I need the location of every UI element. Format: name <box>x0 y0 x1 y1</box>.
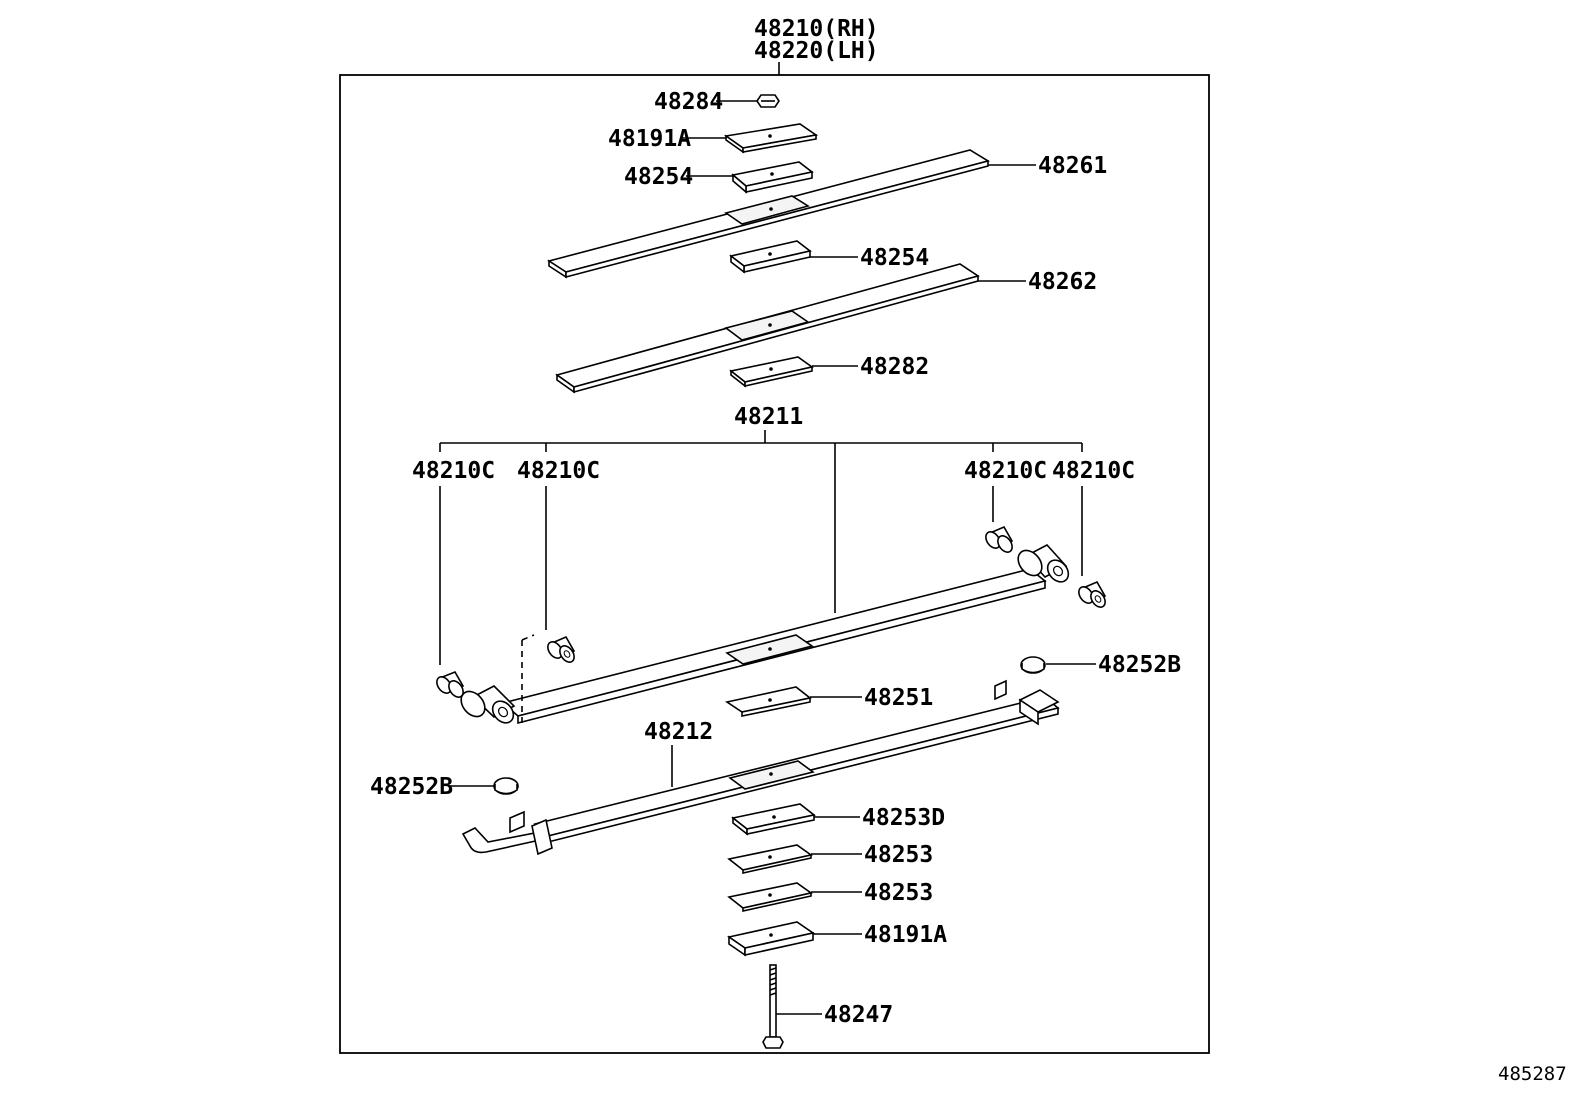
part-48251-pad[interactable] <box>724 686 812 717</box>
part-48191a-top-plate[interactable] <box>723 123 819 154</box>
part-label-48247[interactable]: 48247 <box>824 1002 893 1028</box>
part-label-48212[interactable]: 48212 <box>644 719 713 745</box>
bushing-48210c-3-icon[interactable] <box>983 525 1015 555</box>
part-label-48282[interactable]: 48282 <box>860 354 929 380</box>
part-48254-top-clip[interactable] <box>731 161 814 194</box>
bushing-48210c-2-icon[interactable] <box>545 635 577 665</box>
part-label-48254-top[interactable]: 48254 <box>624 164 693 190</box>
part-label-48253-a[interactable]: 48253 <box>864 842 933 868</box>
part-label-48210c-4[interactable]: 48210C <box>1052 458 1135 484</box>
part-label-48252b-right[interactable]: 48252B <box>1098 652 1181 678</box>
part-48212-helper-leaf[interactable] <box>461 679 1060 856</box>
part-label-48284[interactable]: 48284 <box>654 89 723 115</box>
part-label-48210c-3[interactable]: 48210C <box>964 458 1047 484</box>
bracket-48211 <box>439 430 1083 613</box>
part-label-48253d[interactable]: 48253D <box>862 805 945 831</box>
part-48191a-bottom-plate[interactable] <box>727 921 815 957</box>
part-label-48254-mid[interactable]: 48254 <box>860 245 929 271</box>
part-label-48251[interactable]: 48251 <box>864 685 933 711</box>
assembly-label-rh: 48210(RH) <box>754 16 879 42</box>
assembly-label-lh: 48220(LH) <box>754 38 879 64</box>
part-label-48210c-1[interactable]: 48210C <box>412 458 495 484</box>
part-48247-center-bolt-icon[interactable] <box>762 964 784 1049</box>
part-48253d-pad[interactable] <box>731 803 816 836</box>
part-label-48191a-bottom[interactable]: 48191A <box>864 922 947 948</box>
part-label-48252b-left[interactable]: 48252B <box>370 774 453 800</box>
part-48252b-left-cap-icon[interactable] <box>493 777 519 795</box>
part-label-48211[interactable]: 48211 <box>734 404 803 430</box>
part-48252b-right-cap-icon[interactable] <box>1020 656 1046 674</box>
part-48211-main-leaf[interactable] <box>456 544 1072 727</box>
part-48284-nut-icon[interactable] <box>756 94 780 108</box>
part-48262-leaf[interactable] <box>555 263 980 394</box>
part-label-48191a-top[interactable]: 48191A <box>608 126 691 152</box>
part-48253-pad-b[interactable] <box>727 882 813 912</box>
part-48253-pad-a[interactable] <box>727 844 813 874</box>
diagram-frame <box>339 74 1210 1054</box>
part-48261-leaf[interactable] <box>547 149 991 279</box>
part-label-48262[interactable]: 48262 <box>1028 269 1097 295</box>
part-48282-pad[interactable] <box>729 356 814 388</box>
part-label-48261[interactable]: 48261 <box>1038 153 1107 179</box>
part-label-48253-b[interactable]: 48253 <box>864 880 933 906</box>
bushing-48210c-1-icon[interactable] <box>434 670 466 700</box>
bushing-48210c-4-icon[interactable] <box>1076 580 1108 610</box>
diagram-reference-code: 485287 <box>1498 1063 1567 1085</box>
part-label-48210c-2[interactable]: 48210C <box>517 458 600 484</box>
part-48254-mid-clip[interactable] <box>729 240 812 274</box>
